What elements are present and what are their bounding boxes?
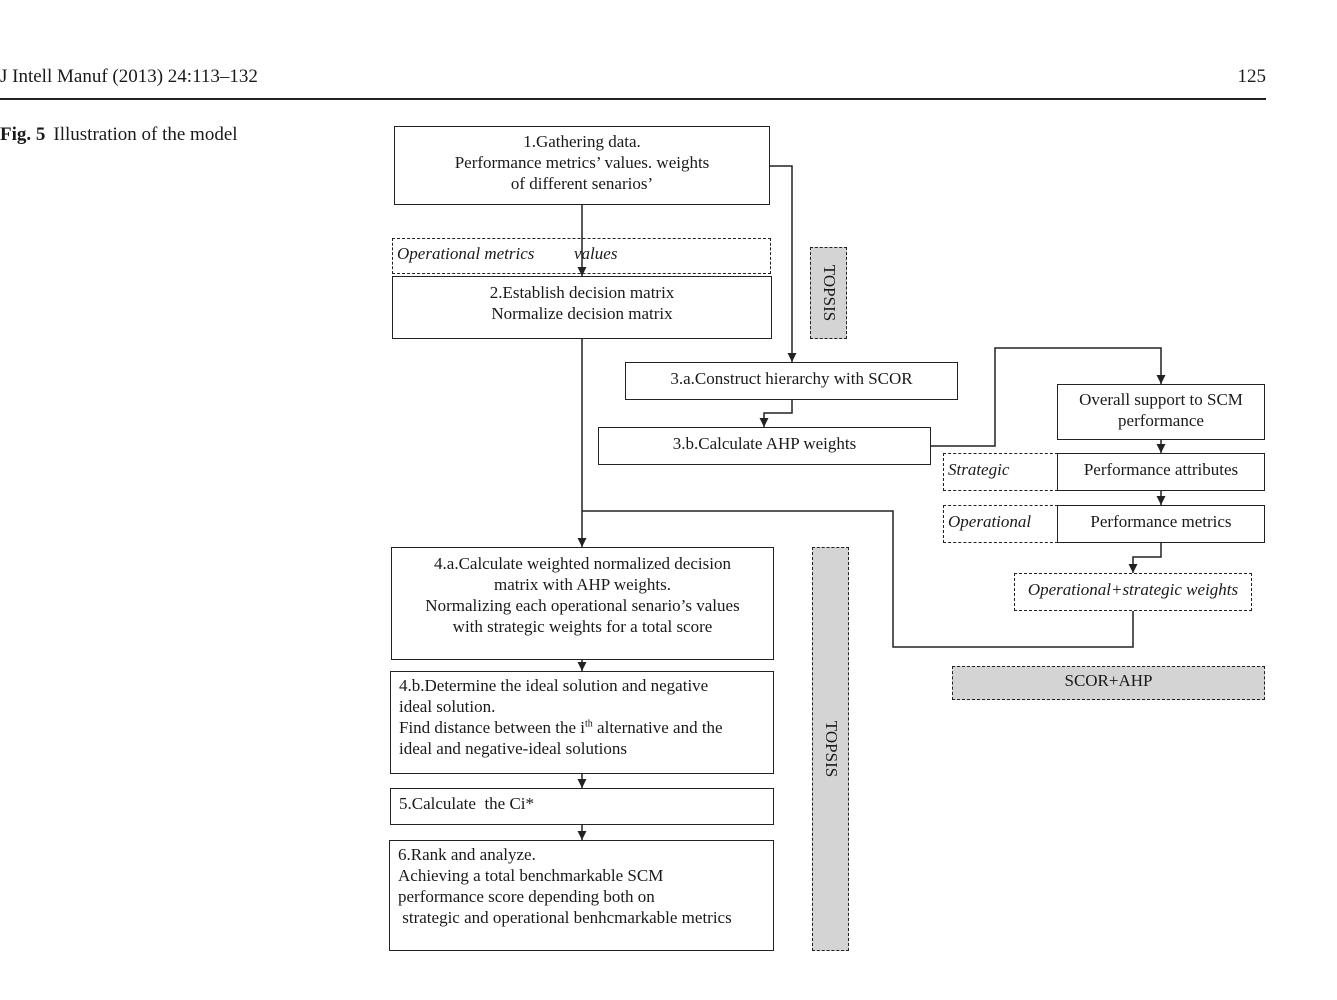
step1-gathering-data-box: 1.Gathering data. Performance metrics’ v… [394,126,770,205]
overall-line1: Overall support to SCM [1079,390,1243,409]
arrow-step3a-to-step3b [759,400,793,427]
operational-label-box: Operational [943,505,1058,543]
strategic-label-box: Strategic [943,453,1058,491]
topsis-label-bottom: TOPSIS [812,547,849,951]
step3b-text: 3.b.Calculate AHP weights [672,434,857,453]
step6-line4: strategic and operational benhcmarkable … [398,908,732,927]
step2-decision-matrix-box: 2.Establish decision matrix Normalize de… [392,276,772,339]
strategic-text: Strategic [948,460,1010,479]
overall-line2: performance [1118,411,1204,430]
step4b-superscript: th [585,718,593,730]
page-number: 125 [1237,66,1267,87]
step4a-line3: Normalizing each operational senario’s v… [425,596,740,615]
journal-header: J Intell Manuf (2013) 24:113–132 [0,66,258,87]
topsis-top-text: TOPSIS [819,264,839,322]
step6-line2: Achieving a total benchmarkable SCM [398,866,664,885]
arrow-step1-to-step3a [770,165,797,362]
scor-ahp-label: SCOR+AHP [952,666,1265,700]
step2-line1: 2.Establish decision matrix [489,283,675,302]
step4b-line1: 4.b.Determine the ideal solution and neg… [399,676,709,695]
step6-line3: performance score depending both on [398,887,655,906]
step4b-ideal-solution-box: 4.b.Determine the ideal solution and neg… [390,671,774,774]
figure-caption-text: Illustration of the model [53,124,238,145]
step4b-line3: Find distance between the ith alternativ… [399,717,765,738]
step1-line1: 1.Gathering data. [523,132,641,151]
step2-line2: Normalize decision matrix [491,304,673,323]
step4b-line3-pre: Find distance between the i [399,718,586,737]
scor-ahp-text: SCOR+AHP [1064,671,1153,690]
figure-caption: Fig. 5 Illustration of the model [0,124,238,146]
arrow-weights-to-step4a [582,510,1134,648]
step3a-construct-hierarchy-box: 3.a.Construct hierarchy with SCOR [625,362,958,400]
performance-attributes-box: Performance attributes [1057,453,1265,491]
step1-line3: of different senarios’ [510,174,654,193]
step5-text: 5.Calculate the Ci* [399,794,535,813]
attributes-text: Performance attributes [1083,460,1239,479]
step4b-line3-post: alternative and the [592,718,723,737]
step4a-line2: matrix with AHP weights. [494,575,671,594]
figure-number: Fig. 5 [0,124,46,145]
step4a-weighted-matrix-box: 4.a.Calculate weighted normalized decisi… [391,547,774,660]
topsis-bottom-text: TOPSIS [821,720,841,778]
step6-rank-analyze-box: 6.Rank and analyze. Achieving a total be… [389,840,774,951]
overall-support-box: Overall support to SCM performance [1057,384,1265,440]
step4b-line4: ideal and negative-ideal solutions [399,739,628,758]
header-rule [0,98,1266,100]
operational-text: Operational [948,512,1032,531]
operational-values-label: values [574,244,618,263]
step4a-line4: with strategic weights for a total score [452,617,713,636]
step6-line1: 6.Rank and analyze. [398,845,536,864]
metrics-text: Performance metrics [1090,512,1232,531]
weights-text: Operational+strategic weights [1027,580,1239,599]
operational-metrics-values-box: Operational metrics values [392,238,771,274]
arrow-step3b-to-hierarchy [931,347,1166,447]
step4b-line2: ideal solution. [399,697,496,716]
operational-strategic-weights-box: Operational+strategic weights [1014,573,1252,611]
topsis-label-top: TOPSIS [810,247,847,339]
step1-line2: Performance metrics’ values. weights [454,153,710,172]
arrow-metrics-to-weights [1128,543,1162,573]
step5-calculate-ci-box: 5.Calculate the Ci* [390,788,774,825]
operational-metrics-label: Operational metrics [397,244,535,263]
step3b-ahp-weights-box: 3.b.Calculate AHP weights [598,427,931,465]
step4a-line1: 4.a.Calculate weighted normalized decisi… [434,554,731,573]
step3a-text: 3.a.Construct hierarchy with SCOR [670,369,913,388]
performance-metrics-box: Performance metrics [1057,505,1265,543]
